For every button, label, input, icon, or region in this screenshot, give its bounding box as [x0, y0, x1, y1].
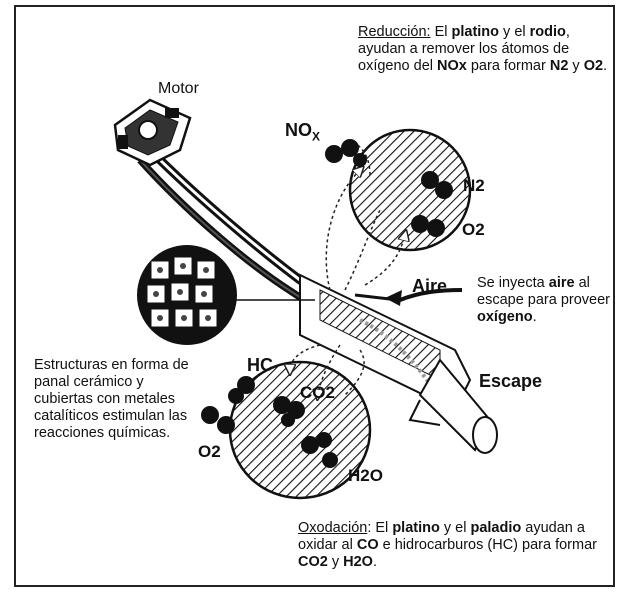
reduction-bold: N2 — [549, 58, 569, 74]
oxidation-description: Oxodación: El platino y el paladio ayuda… — [298, 520, 598, 571]
reduction-text: y el — [499, 24, 530, 40]
n2-label: N2 — [463, 176, 485, 195]
oxidation-text: . — [372, 554, 377, 570]
reduction-bold: rodio — [529, 24, 566, 40]
gas-flow-arrows — [290, 139, 405, 395]
co2-molecule — [273, 396, 305, 427]
aire-label: Aire — [412, 276, 448, 296]
reduction-bold: O2 — [583, 58, 604, 74]
nox-molecule — [325, 139, 367, 167]
oxidation-text: y — [327, 554, 344, 570]
reduction-text: y — [568, 58, 584, 74]
h2o-label: H2O — [348, 466, 383, 485]
reduction-text: . — [603, 58, 608, 74]
honeycomb-description: Estructuras en forma de panal cerámico y… — [34, 357, 189, 441]
reduction-bold: platino — [451, 24, 500, 40]
oxidation-text: : El — [367, 520, 393, 536]
reduction-text: El — [430, 24, 452, 40]
escape-label: Escape — [479, 371, 543, 391]
o2-bottom-label: O2 — [198, 442, 221, 461]
exhaust-pipe — [137, 146, 363, 333]
nox-label-base: NO — [285, 120, 312, 140]
oxidation-bold: H2O — [343, 554, 373, 570]
reduction-text: para formar — [466, 58, 550, 74]
oxidation-bold: paladio — [470, 520, 522, 536]
hc-molecule — [228, 376, 255, 404]
motor-engine — [113, 98, 192, 167]
honeycomb-inset — [137, 245, 315, 345]
oxidation-text: e hidrocarburos (HC) para formar — [378, 537, 597, 553]
oxidation-bold: CO — [356, 537, 379, 553]
co2-label: CO2 — [300, 383, 335, 402]
reduction-bold: NOx — [437, 58, 467, 74]
air-text: al escape para proveer — [477, 275, 610, 308]
oxidation-heading: Oxodación — [298, 520, 368, 536]
air-bold: oxígeno — [477, 309, 533, 325]
oxidation-bold: platino — [392, 520, 440, 536]
converter-body — [299, 273, 498, 454]
air-text: Se inyecta — [477, 275, 549, 291]
air-bold: aire — [548, 275, 575, 291]
o2-molecule-bottom — [201, 406, 235, 434]
air-injection-arrow — [354, 288, 463, 306]
reduction-text: , ayudan a remover los átomos de oxígeno… — [358, 24, 570, 74]
oxidation-text: y el — [439, 520, 471, 536]
reduction-heading: Reducción: — [358, 24, 431, 40]
o2-top-label: O2 — [462, 220, 485, 239]
nox-label-subscript: X — [312, 129, 321, 144]
air-injection-description: Se inyecta aire al escape para proveer o… — [477, 275, 613, 326]
o2-molecule-top — [411, 215, 445, 237]
n2-molecule — [421, 171, 453, 199]
oxidation-text: ayudan a oxidar al — [298, 520, 585, 553]
oxidation-bold: CO2 — [298, 554, 328, 570]
nox-label: NOX — [285, 120, 320, 144]
hc-label: HC — [247, 355, 273, 375]
h2o-molecule — [301, 432, 338, 468]
motor-label: Motor — [158, 80, 199, 97]
air-text: . — [532, 309, 537, 325]
reduction-description: Reducción: El platino y el rodio, ayudan… — [358, 24, 610, 75]
